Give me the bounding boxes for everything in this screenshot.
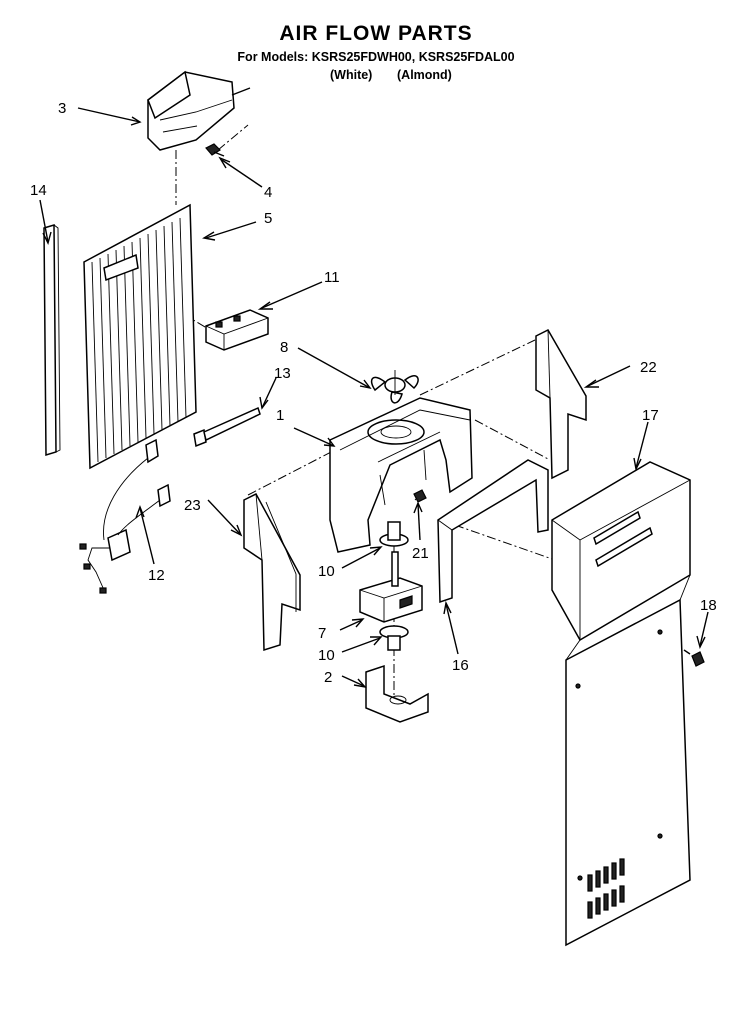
callout-22: 22 xyxy=(640,359,657,376)
callout-10-lower: 10 xyxy=(318,647,335,664)
part-12-wire-harness xyxy=(79,438,171,594)
part-10-grommet-upper xyxy=(379,521,409,547)
part-23-side-baffle xyxy=(243,493,301,652)
part-22-side-baffle xyxy=(535,329,587,480)
part-3-duct-cover xyxy=(147,70,251,151)
callout-7: 7 xyxy=(318,625,326,642)
part-21-screw xyxy=(413,489,427,503)
part-10-grommet-lower xyxy=(379,625,409,651)
callout-labels: 3 4 14 5 11 8 13 1 22 17 23 12 10 21 7 1… xyxy=(30,100,717,686)
part-13-duct xyxy=(437,459,549,604)
part-18-screw xyxy=(683,649,705,667)
callout-14: 13 xyxy=(274,365,291,382)
callout-11: 11 xyxy=(324,269,340,286)
callout-leader-arrows xyxy=(39,107,709,689)
callout-1: 1 xyxy=(276,407,284,424)
part-8-fan-blade xyxy=(370,370,419,404)
callout-4: 4 xyxy=(264,184,272,201)
diagram-title: AIR FLOW PARTS xyxy=(279,22,473,45)
callout-3: 3 xyxy=(58,100,66,117)
model-numbers: For Models: KSRS25FDWH00, KSRS25FDAL00 xyxy=(237,50,515,64)
part-14-heater xyxy=(193,406,261,448)
part-2-motor-bracket xyxy=(365,664,429,723)
callout-10-upper: 10 xyxy=(318,563,335,580)
part-17-air-tower xyxy=(551,461,691,947)
callout-12: 12 xyxy=(148,567,165,584)
callout-13: 16 xyxy=(452,657,469,674)
callout-23: 23 xyxy=(184,497,201,514)
part-5-evaporator xyxy=(83,203,197,470)
callout-21: 21 xyxy=(412,545,429,562)
callout-8: 8 xyxy=(280,339,288,356)
part-16-gasket xyxy=(43,223,61,457)
part-1-fan-housing xyxy=(329,397,473,553)
callout-2: 2 xyxy=(324,669,332,686)
variant-almond-label: (Almond) xyxy=(397,68,452,82)
part-4-screw xyxy=(205,143,225,157)
callout-16: 14 xyxy=(30,182,47,199)
part-11-thermostat xyxy=(205,309,269,351)
part-7-fan-motor xyxy=(359,551,423,623)
callout-5: 5 xyxy=(264,210,272,227)
callout-18: 18 xyxy=(700,597,717,614)
callout-17: 17 xyxy=(642,407,659,424)
variant-white-label: (White) xyxy=(330,68,373,82)
